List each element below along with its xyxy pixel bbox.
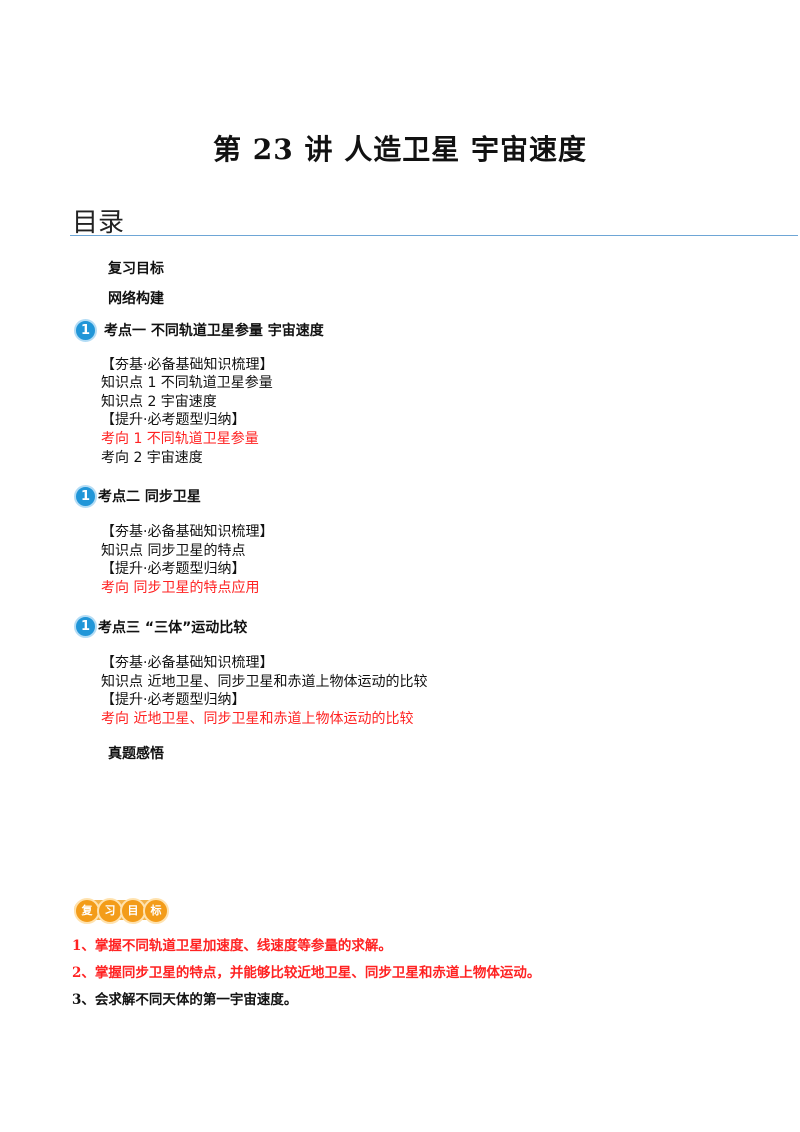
toc-link-network[interactable]: 网络构建 <box>108 291 164 307</box>
section-number-icon: 1 <box>74 485 97 508</box>
page-title: 第 23 讲 人造卫星 宇宙速度 <box>213 133 587 166</box>
toc-item-highlight[interactable]: 考向 同步卫星的特点应用 <box>101 580 260 596</box>
toc-item[interactable]: 【夯基·必备基础知识梳理】 <box>101 655 274 671</box>
banner-char: 标 <box>143 898 169 924</box>
toc-item-highlight[interactable]: 考向 近地卫星、同步卫星和赤道上物体运动的比较 <box>101 711 414 727</box>
toc-item-highlight[interactable]: 考向 1 不同轨道卫星参量 <box>101 431 259 447</box>
section-number-icon: 1 <box>74 615 97 638</box>
toc-item[interactable]: 知识点 1 不同轨道卫星参量 <box>101 375 273 391</box>
toc-item[interactable]: 知识点 近地卫星、同步卫星和赤道上物体运动的比较 <box>101 674 428 690</box>
toc-section-2-heading[interactable]: 考点二 同步卫星 <box>98 489 201 505</box>
toc-item[interactable]: 考向 2 宇宙速度 <box>101 450 203 466</box>
toc-item[interactable]: 【夯基·必备基础知识梳理】 <box>101 524 274 540</box>
toc-link-review-goals[interactable]: 复习目标 <box>108 261 164 277</box>
toc-heading: 目录 <box>72 208 125 238</box>
toc-item[interactable]: 【提升·必考题型归纳】 <box>101 692 246 708</box>
goal-item-1: 1、掌握不同轨道卫星加速度、线速度等参量的求解。 <box>72 938 392 954</box>
toc-section-1-heading[interactable]: 考点一 不同轨道卫星参量 宇宙速度 <box>104 323 324 339</box>
banner-char: 目 <box>120 898 146 924</box>
goal-item-2: 2、掌握同步卫星的特点，并能够比较近地卫星、同步卫星和赤道上物体运动。 <box>72 965 541 981</box>
toc-section-3-heading[interactable]: 考点三 “三体”运动比较 <box>98 620 248 636</box>
toc-item[interactable]: 【夯基·必备基础知识梳理】 <box>101 357 274 373</box>
goal-item-3: 3、会求解不同天体的第一宇宙速度。 <box>72 992 298 1008</box>
toc-link-real-questions[interactable]: 真题感悟 <box>108 746 164 762</box>
toc-item[interactable]: 知识点 2 宇宙速度 <box>101 394 217 410</box>
toc-item[interactable]: 【提升·必考题型归纳】 <box>101 561 246 577</box>
section-number-icon: 1 <box>74 319 97 342</box>
toc-divider <box>70 235 798 236</box>
toc-item[interactable]: 【提升·必考题型归纳】 <box>101 412 246 428</box>
toc-item[interactable]: 知识点 同步卫星的特点 <box>101 543 246 559</box>
review-goals-banner: 复 习 目 标 <box>74 897 169 924</box>
